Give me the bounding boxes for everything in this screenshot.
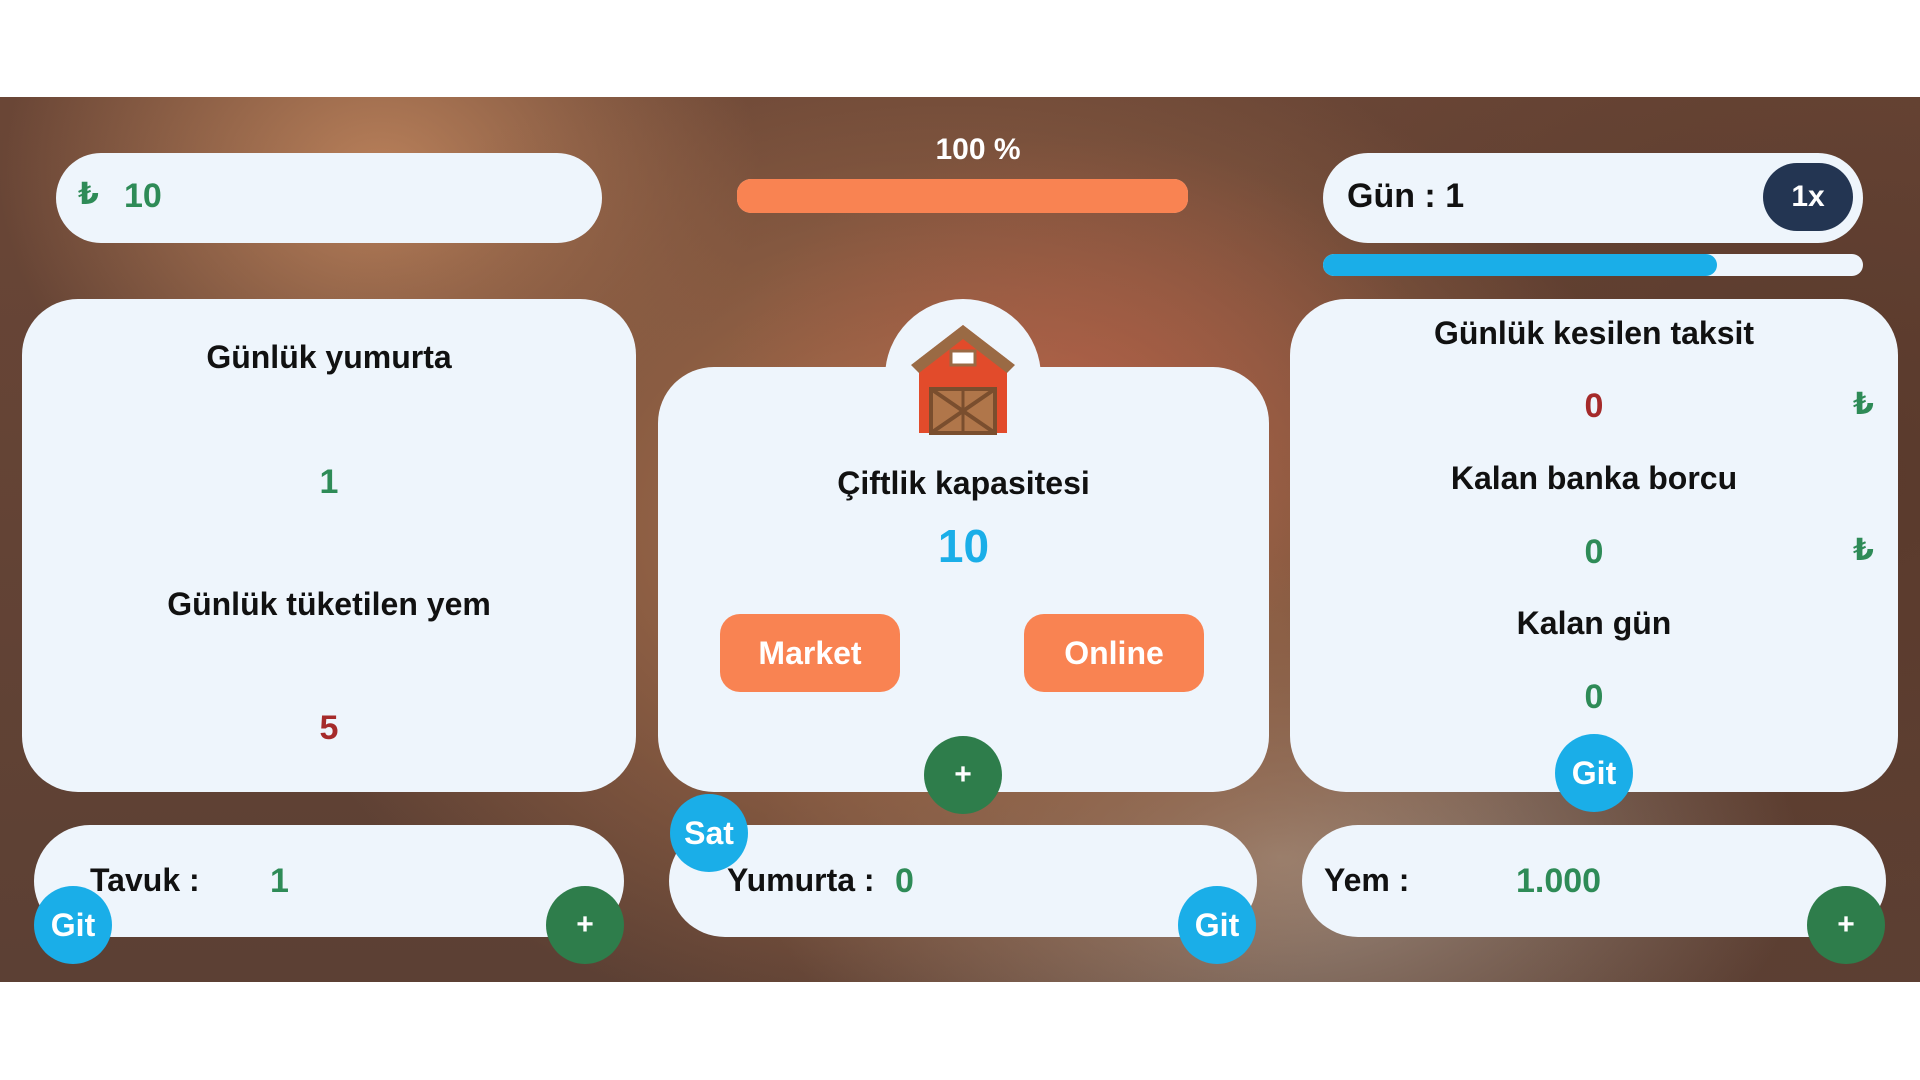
speed-button[interactable]: 1x: [1763, 163, 1853, 231]
daily-eggs-value: 1: [319, 463, 339, 501]
lira-icon: ₺: [1853, 534, 1874, 567]
feed-value: 1.000: [1516, 862, 1602, 900]
add-chicken-button[interactable]: +: [546, 886, 624, 964]
installment-value: 0: [1584, 387, 1604, 425]
installment-label: Günlük kesilen taksit: [1433, 315, 1755, 351]
online-button-label: Online: [1064, 634, 1164, 671]
add-feed-button[interactable]: +: [1807, 886, 1885, 964]
daily-eggs-label: Günlük yumurta: [206, 339, 452, 375]
bank-go-label: Git: [1571, 754, 1617, 791]
eggs-go-label: Git: [1194, 906, 1240, 943]
plus-icon: +: [576, 908, 594, 941]
daily-feed-label: Günlük tüketilen yem: [167, 586, 491, 622]
daily-stats-card: Günlük yumurta 1 Günlük tüketilen yem 5: [22, 299, 636, 792]
feed-label: Yem :: [1324, 862, 1410, 898]
money-value: 10: [124, 177, 162, 215]
chicken-go-button[interactable]: Git: [34, 886, 112, 964]
daily-feed-value: 5: [319, 709, 339, 747]
days-left-label: Kalan gün: [1516, 605, 1672, 641]
debt-label: Kalan banka borcu: [1450, 460, 1738, 496]
game-screen: ₺ 10 100 % Gün : 1 1x Günlük yumurta 1 G…: [0, 97, 1920, 982]
capacity-bar-fill: [737, 179, 1188, 213]
lira-icon: ₺: [1853, 388, 1874, 421]
sell-eggs-label: Sat: [684, 814, 734, 851]
speed-button-label: 1x: [1791, 180, 1825, 213]
chicken-value: 1: [270, 862, 289, 900]
capacity-percent-label: 100 %: [935, 133, 1021, 166]
day-display: Gün : 1 1x: [1323, 153, 1863, 243]
add-capacity-button[interactable]: +: [924, 736, 1002, 814]
capacity-bar: [737, 179, 1188, 213]
days-left-value: 0: [1584, 678, 1604, 716]
day-progress-bar: [1323, 254, 1863, 276]
chicken-go-label: Git: [50, 906, 96, 943]
barn-icon: [911, 325, 1015, 435]
eggs-panel: Yumurta : 0: [669, 825, 1257, 937]
capacity-value: 10: [937, 520, 990, 572]
capacity-label: Çiftlik kapasitesi: [837, 465, 1090, 501]
eggs-go-button[interactable]: Git: [1178, 886, 1256, 964]
eggs-label: Yumurta :: [727, 862, 875, 898]
day-progress-fill: [1323, 254, 1718, 276]
money-display: ₺ 10: [56, 153, 602, 243]
day-label: Gün : 1: [1347, 177, 1465, 215]
plus-icon: +: [954, 758, 972, 791]
lira-icon: ₺: [78, 178, 99, 211]
feed-panel: Yem : 1.000: [1302, 825, 1886, 937]
sell-eggs-button[interactable]: Sat: [670, 794, 748, 872]
market-button[interactable]: Market: [720, 614, 900, 692]
plus-icon: +: [1837, 908, 1855, 941]
bank-card: Günlük kesilen taksit 0 ₺ Kalan banka bo…: [1290, 299, 1898, 792]
eggs-value: 0: [895, 862, 914, 900]
bank-go-button[interactable]: Git: [1555, 734, 1633, 812]
market-button-label: Market: [758, 634, 862, 671]
online-button[interactable]: Online: [1024, 614, 1204, 692]
debt-value: 0: [1584, 533, 1604, 571]
chicken-panel: Tavuk : 1: [34, 825, 624, 937]
chicken-label: Tavuk :: [90, 862, 200, 898]
